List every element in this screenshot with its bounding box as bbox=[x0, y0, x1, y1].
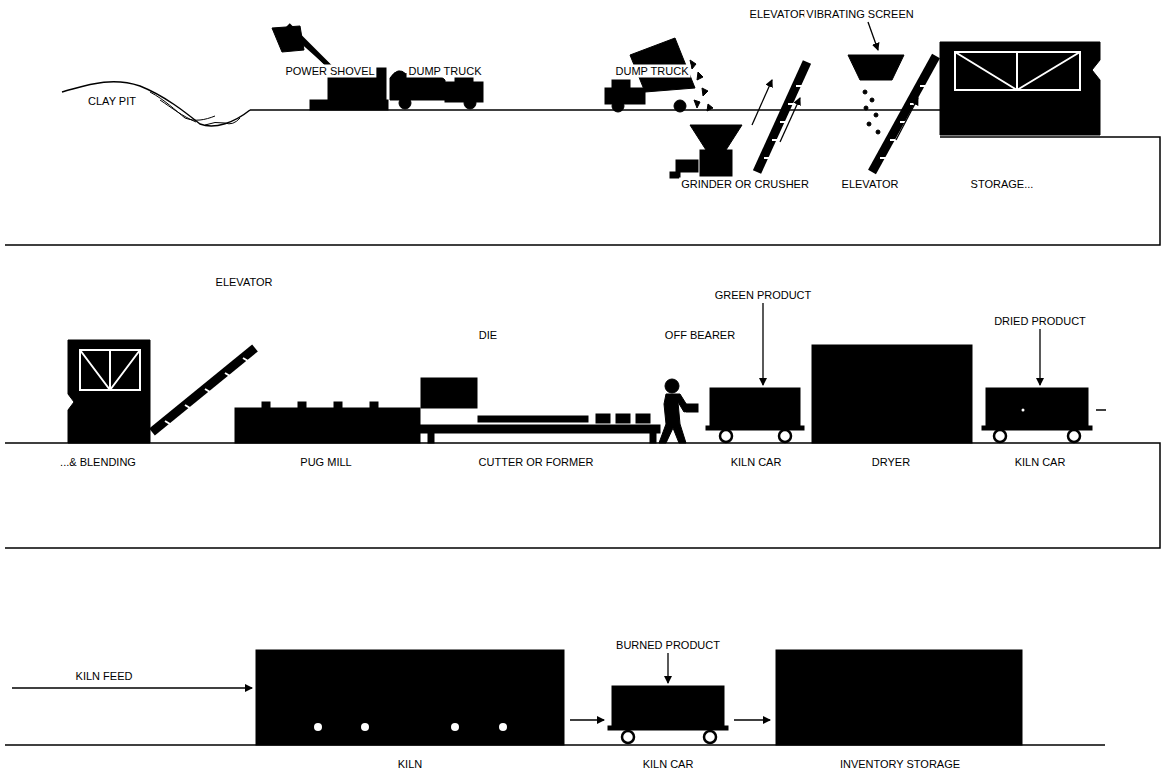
process-label: CLAY PIT bbox=[86, 95, 138, 108]
process-label: CUTTER OR FORMER bbox=[477, 456, 596, 469]
process-label: VIBRATING SCREEN bbox=[804, 8, 915, 21]
process-label: OFF BEARER bbox=[663, 329, 737, 342]
process-label: ELEVATOR bbox=[748, 8, 809, 21]
process-label: STORAGE... bbox=[969, 178, 1036, 191]
process-label: KILN bbox=[396, 758, 424, 771]
process-label: ELEVATOR bbox=[840, 178, 901, 191]
process-label: KILN CAR bbox=[729, 456, 784, 469]
process-label: ELEVATOR bbox=[214, 276, 275, 289]
process-label: DUMP TRUCK bbox=[407, 65, 484, 78]
process-label: DUMP TRUCK bbox=[614, 65, 691, 78]
process-label: INVENTORY STORAGE bbox=[838, 758, 962, 771]
process-label: POWER SHOVEL bbox=[283, 65, 376, 78]
process-label: KILN FEED bbox=[74, 670, 135, 683]
process-label: KILN CAR bbox=[641, 758, 696, 771]
process-label: DIE bbox=[477, 329, 499, 342]
process-label: GRINDER OR CRUSHER bbox=[679, 178, 811, 191]
process-label: DRIED PRODUCT bbox=[992, 315, 1088, 328]
process-label: PUG MILL bbox=[298, 456, 353, 469]
process-label: BURNED PRODUCT bbox=[614, 639, 722, 652]
process-label: KILN CAR bbox=[1013, 456, 1068, 469]
process-label: DRYER bbox=[870, 456, 912, 469]
process-label: ...& BLENDING bbox=[58, 456, 138, 469]
process-label: GREEN PRODUCT bbox=[713, 289, 814, 302]
